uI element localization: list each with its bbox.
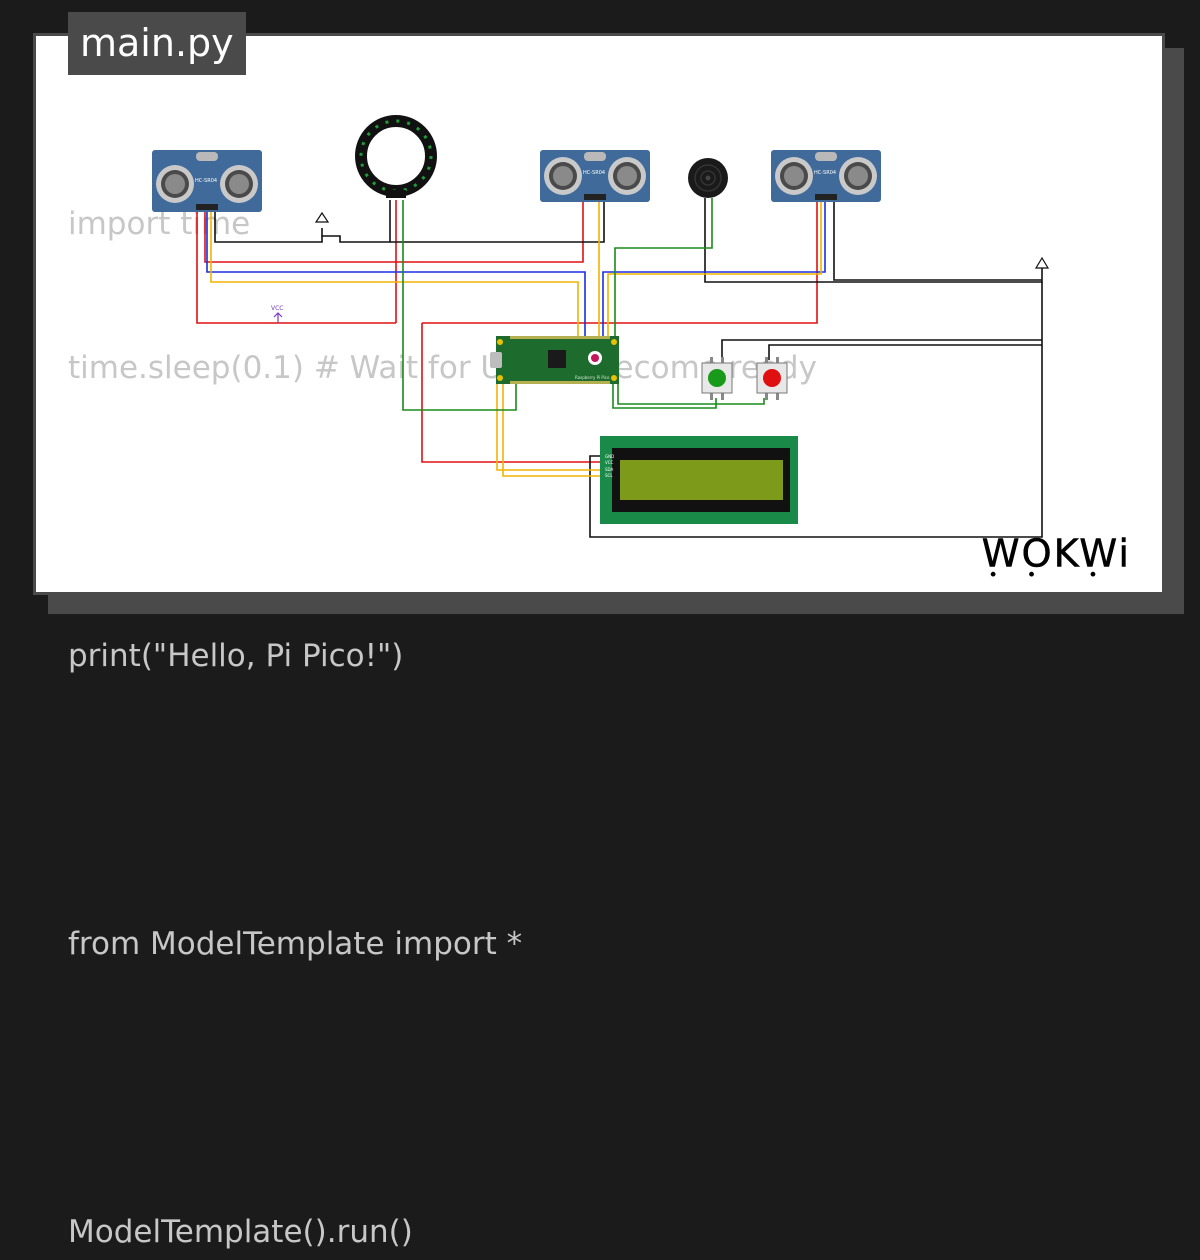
lcd-pin-label: SCL [605, 473, 613, 478]
push-button-green[interactable] [701, 357, 733, 400]
push-button-red[interactable] [756, 357, 788, 400]
vcc-symbol: VCC [271, 305, 283, 323]
lcd-pin-label: GND [605, 454, 614, 459]
wire-yellow [496, 384, 604, 471]
wire-black [214, 200, 391, 243]
wire-red [196, 210, 396, 324]
lcd-pin-label: VCC [605, 460, 614, 465]
sensor-label: HC-SR04 [195, 178, 217, 184]
wire-yellow [607, 200, 822, 336]
wire-red [204, 200, 584, 263]
wire-black [768, 344, 1042, 360]
vcc-label: VCC [271, 305, 283, 312]
lcd-display[interactable]: GND VCC SDA SCL [600, 436, 798, 524]
code-line: ModelTemplate().run() [68, 1214, 413, 1250]
wire-black [390, 200, 605, 243]
wokwi-logo: WOKWi [981, 531, 1131, 576]
wire-black [704, 198, 1043, 283]
wire-yellow [502, 384, 604, 477]
code-line [68, 1064, 817, 1112]
code-line [68, 776, 817, 824]
sensor-label: HC-SR04 [583, 170, 605, 176]
neopixel-ring[interactable] [355, 115, 437, 198]
wires [196, 198, 1043, 538]
ultrasonic-sensor[interactable]: HC-SR04 [152, 150, 262, 212]
wire-red [422, 200, 818, 324]
ultrasonic-sensor[interactable]: HC-SR04 [540, 150, 650, 202]
pico-label: Raspberry Pi Pico [575, 375, 610, 380]
ultrasonic-sensor[interactable]: HC-SR04 [771, 150, 881, 202]
buzzer[interactable] [688, 158, 728, 198]
raspberry-pi-pico[interactable]: Raspberry Pi Pico [490, 336, 619, 384]
ground-symbol [1034, 256, 1050, 269]
wire-black [589, 282, 1043, 538]
code-line: print("Hello, Pi Pico!") [68, 638, 404, 674]
wire-green [617, 384, 765, 405]
wire-blue [206, 210, 586, 336]
wire-black [833, 200, 1042, 281]
wire-blue [602, 200, 826, 336]
wire-green [612, 384, 717, 409]
wire-yellow [210, 210, 579, 336]
wire-red [421, 323, 604, 463]
wire-green [402, 200, 517, 411]
wire-black [721, 339, 1042, 360]
svg-text:WOKWi: WOKWi [982, 531, 1131, 576]
ground-symbol [314, 211, 330, 223]
lcd-pin-label: SDA [605, 467, 614, 472]
circuit-diagram: VCC HC-SR04 HC-SR04 HC- [152, 115, 1050, 538]
code-line: from ModelTemplate import * [68, 926, 523, 962]
sensor-label: HC-SR04 [814, 170, 836, 176]
file-tab[interactable]: main.py [68, 12, 246, 75]
wire-green [614, 198, 713, 336]
